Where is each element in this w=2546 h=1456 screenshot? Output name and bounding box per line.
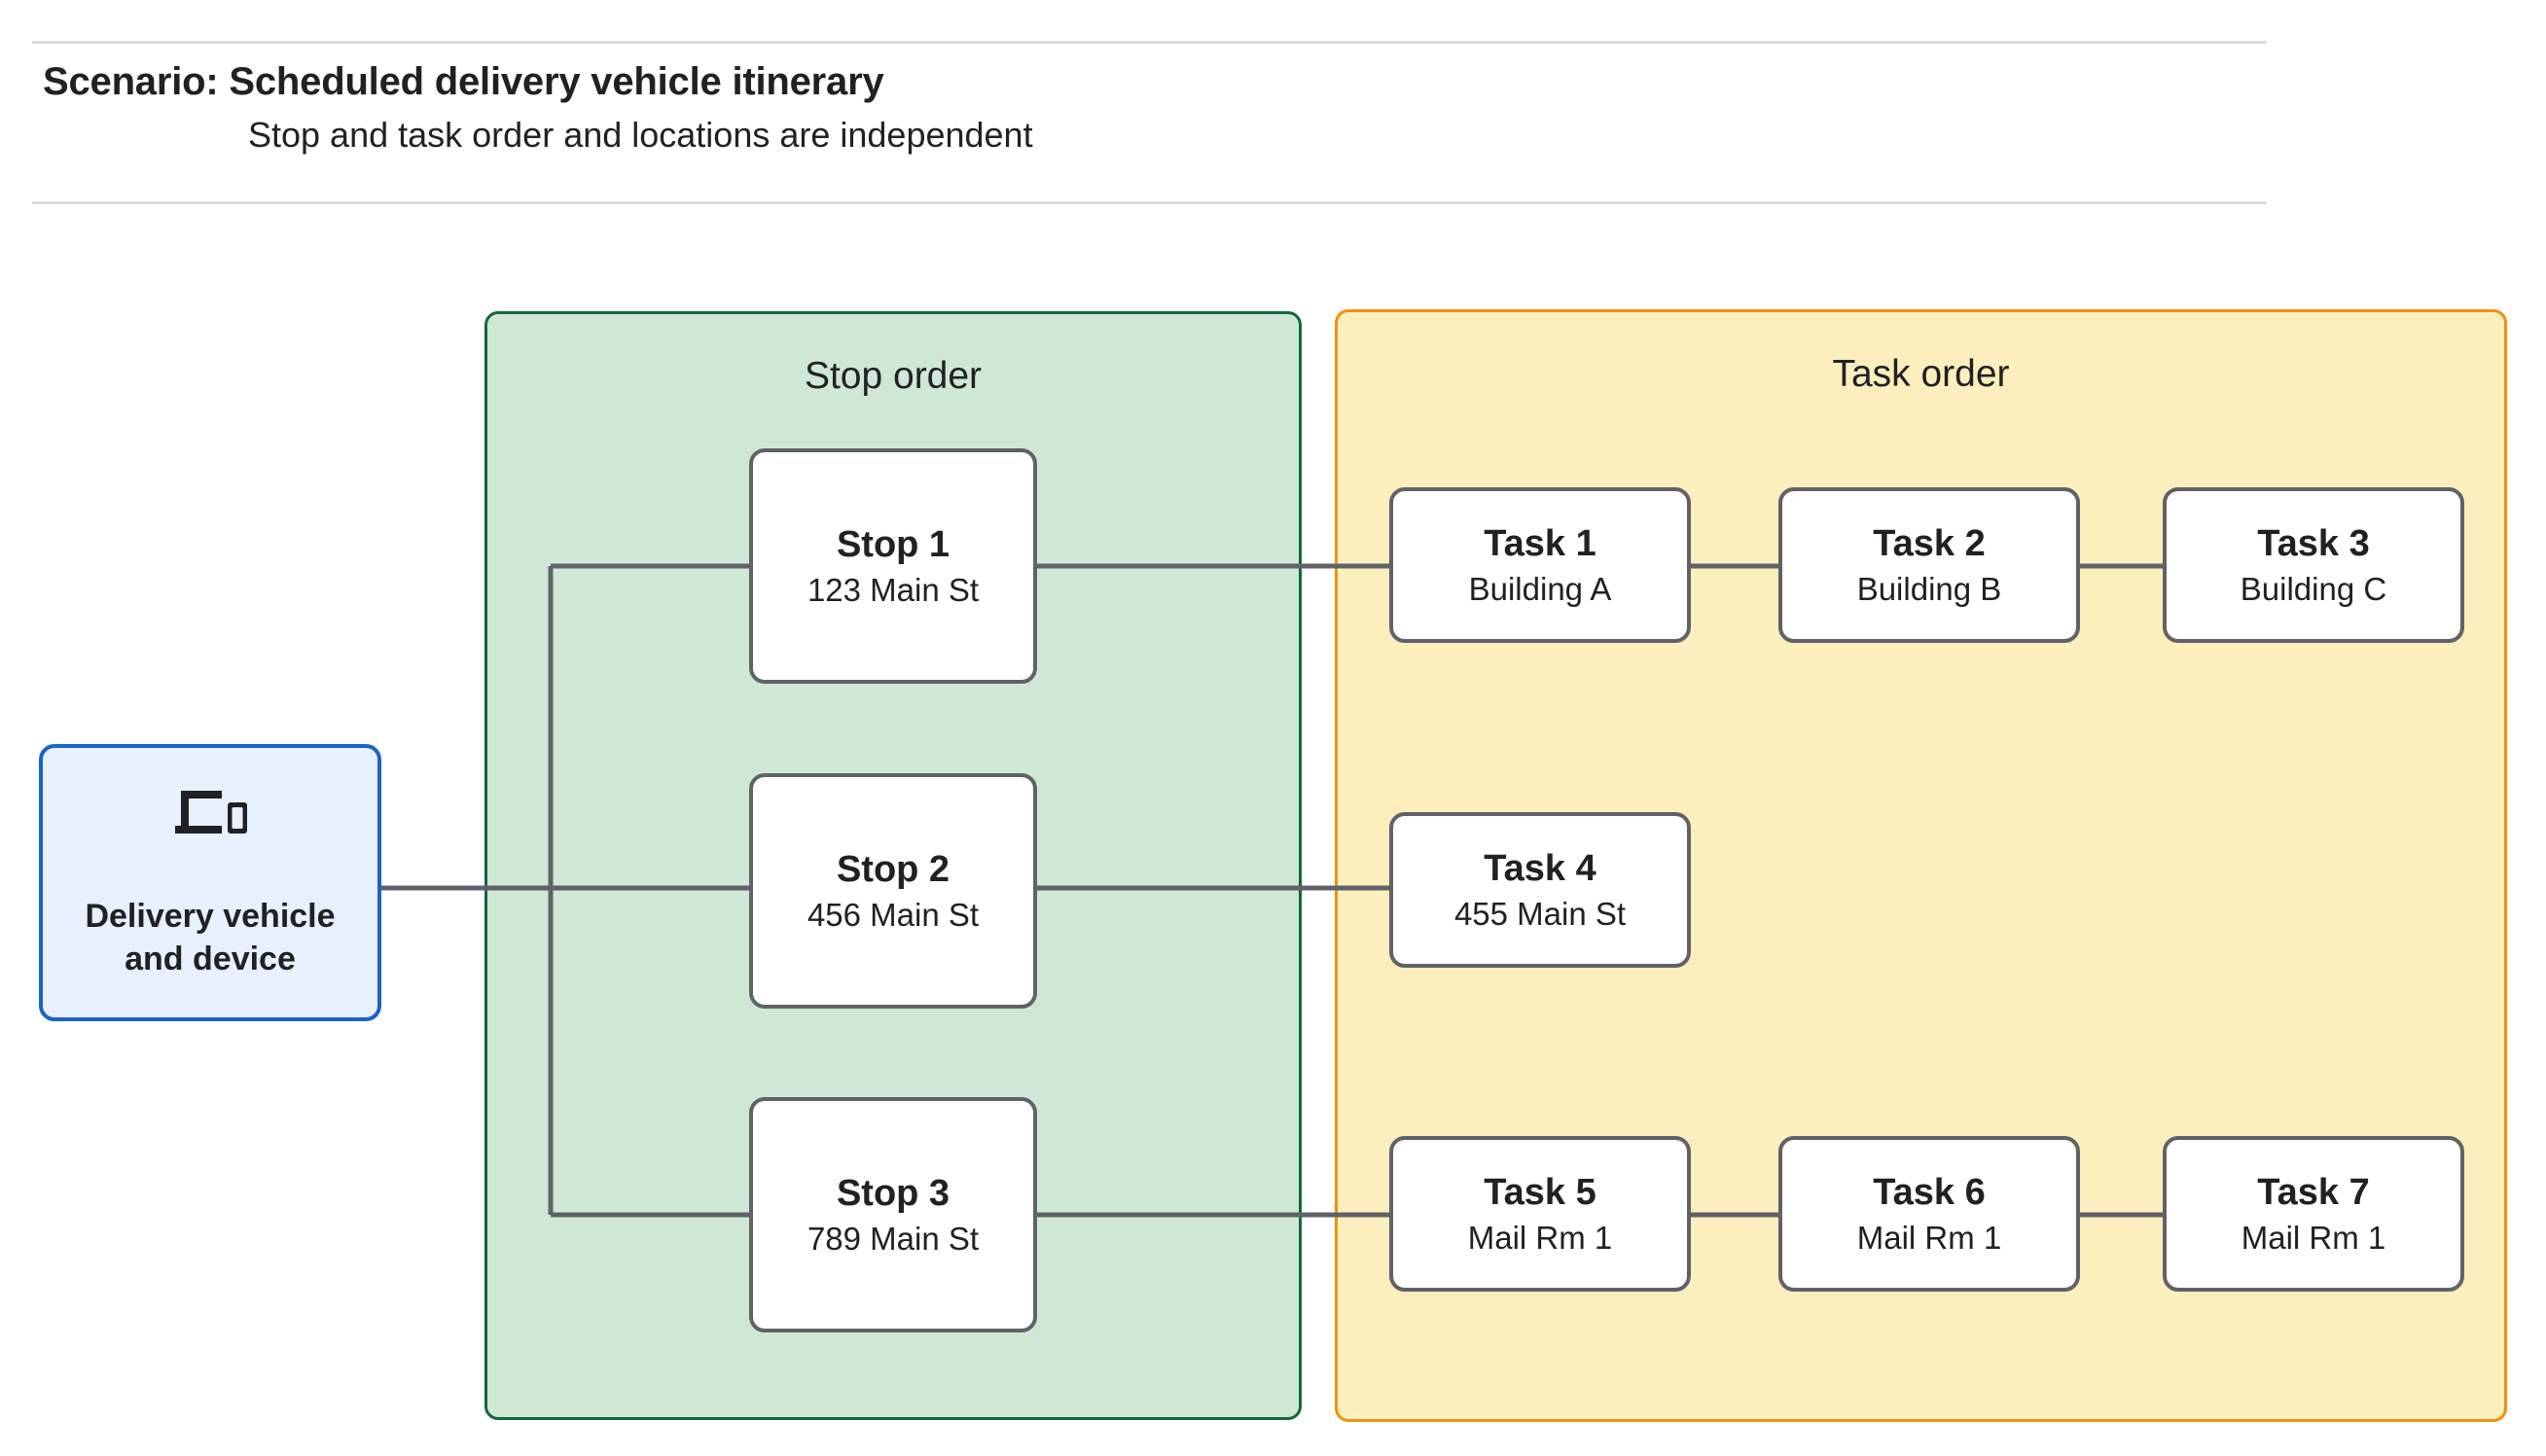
task-node-7-location: Mail Rm 1 — [2241, 1219, 2386, 1256]
task-node-5-location: Mail Rm 1 — [1467, 1219, 1613, 1256]
task-node-2[interactable]: Task 2 Building B — [1778, 487, 2080, 643]
stop-node-3-address: 789 Main St — [807, 1220, 980, 1257]
task-node-7-title: Task 7 — [2257, 1171, 2370, 1213]
header-divider-top — [32, 41, 2267, 44]
task-node-2-location: Building B — [1856, 570, 2002, 607]
delivery-vehicle-label-line2: and device — [125, 940, 296, 977]
task-node-4-title: Task 4 — [1484, 847, 1596, 889]
stop-node-2-title: Stop 2 — [836, 848, 950, 890]
delivery-vehicle-label-line1: Delivery vehicle — [85, 897, 336, 935]
task-node-4[interactable]: Task 4 455 Main St — [1389, 812, 1691, 968]
header-divider-bottom — [32, 201, 2267, 204]
task-node-5[interactable]: Task 5 Mail Rm 1 — [1389, 1136, 1691, 1292]
task-node-3-location: Building C — [2240, 570, 2387, 607]
delivery-vehicle-label: Delivery vehicle and device — [85, 896, 335, 980]
task-node-6[interactable]: Task 6 Mail Rm 1 — [1778, 1136, 2080, 1292]
task-node-1[interactable]: Task 1 Building A — [1389, 487, 1691, 643]
page-title: Scenario: Scheduled delivery vehicle iti… — [43, 60, 884, 103]
task-node-6-location: Mail Rm 1 — [1856, 1219, 2002, 1256]
task-node-7[interactable]: Task 7 Mail Rm 1 — [2163, 1136, 2464, 1292]
task-node-1-location: Building A — [1468, 570, 1612, 607]
task-node-6-title: Task 6 — [1873, 1171, 1986, 1213]
stop-node-1-title: Stop 1 — [836, 523, 950, 565]
stop-node-3[interactable]: Stop 3 789 Main St — [749, 1097, 1037, 1332]
devices-icon — [171, 785, 249, 845]
task-node-3-title: Task 3 — [2257, 522, 2370, 564]
task-node-3[interactable]: Task 3 Building C — [2163, 487, 2464, 643]
task-order-panel-title: Task order — [1832, 353, 2010, 395]
task-node-1-title: Task 1 — [1484, 522, 1596, 564]
stop-node-3-title: Stop 3 — [836, 1172, 950, 1214]
stop-order-panel-title: Stop order — [804, 355, 983, 397]
task-node-5-title: Task 5 — [1484, 1171, 1596, 1213]
task-node-2-title: Task 2 — [1873, 522, 1986, 564]
stop-node-2[interactable]: Stop 2 456 Main St — [749, 773, 1037, 1009]
task-node-4-location: 455 Main St — [1453, 895, 1627, 932]
stop-node-1[interactable]: Stop 1 123 Main St — [749, 448, 1037, 684]
delivery-vehicle-node[interactable]: Delivery vehicle and device — [39, 744, 381, 1021]
page-subtitle: Stop and task order and locations are in… — [248, 115, 1033, 155]
stop-node-1-address: 123 Main St — [807, 571, 980, 608]
stop-node-2-address: 456 Main St — [807, 896, 980, 933]
